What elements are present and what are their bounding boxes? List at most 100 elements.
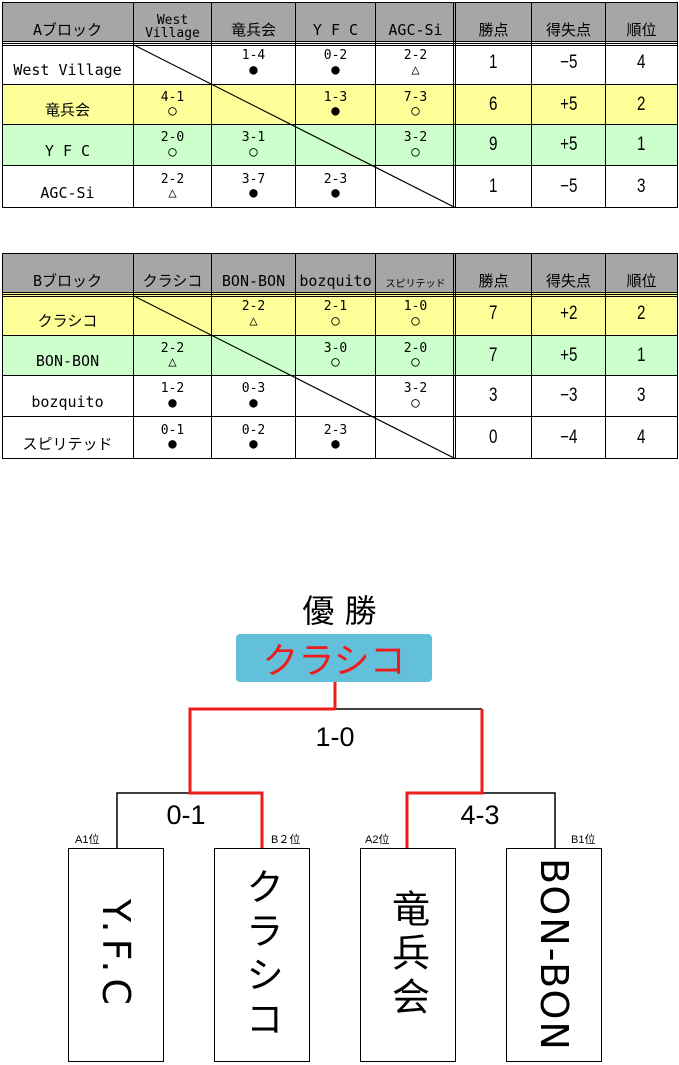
match-result-cell: 1-3● [296, 85, 376, 125]
points-value: 7 [489, 303, 498, 325]
header-cell: AGC-Si [376, 2, 456, 42]
diff-cell: −4 [532, 417, 606, 459]
rank-value: 2 [637, 303, 646, 325]
result-mark-icon: ● [249, 436, 258, 453]
header-cell: 得失点 [532, 253, 606, 293]
match-result-cell: 2-1○ [296, 293, 376, 336]
match-result-cell: 2-2△ [376, 42, 456, 85]
points-cell: 1 [456, 42, 532, 85]
points-value: 7 [489, 344, 498, 366]
header-cell: 得失点 [532, 2, 606, 42]
match-score: 2-2 [160, 340, 185, 356]
result-mark-icon: ● [331, 61, 340, 78]
match-result-cell: 7-3○ [376, 85, 456, 125]
match-result-cell: 2-2△ [134, 166, 212, 208]
team-name-cell: AGC-Si [2, 166, 134, 208]
team-name-cell: bozquito [2, 376, 134, 417]
result-mark-icon: ○ [168, 103, 177, 120]
points-cell: 6 [456, 85, 532, 125]
match-score: 3-2 [403, 130, 428, 146]
team-slot: クラシコ [214, 848, 310, 1062]
points-cell: 1 [456, 166, 532, 208]
match-result-cell: 1-4● [212, 42, 296, 85]
diff-cell: +5 [532, 336, 606, 376]
header-cell: 勝点 [456, 253, 532, 293]
header-cell: スピリテッド [376, 253, 456, 293]
header-cell: クラシコ [134, 253, 212, 293]
header-cell: 勝点 [456, 2, 532, 42]
seed-label: A2位 [365, 834, 390, 846]
points-value: 1 [489, 175, 498, 197]
rank-cell: 1 [606, 336, 678, 376]
match-result-cell: 2-3● [296, 417, 376, 459]
match-result-cell: 0-3● [212, 376, 296, 417]
rank-cell: 3 [606, 166, 678, 208]
match-score: 2-2 [241, 299, 266, 315]
match-result-cell: 4-1○ [134, 85, 212, 125]
match-score: 1-0 [403, 299, 428, 315]
result-mark-icon: ● [249, 61, 258, 78]
rank-value: 4 [637, 426, 646, 448]
diff-cell: −5 [532, 166, 606, 208]
points-cell: 3 [456, 376, 532, 417]
diff-value: +5 [559, 93, 578, 115]
match-result-cell: 2-2△ [212, 293, 296, 336]
semi-right-score: 4-3 [460, 800, 500, 830]
diff-value: −3 [559, 385, 578, 407]
champion-box: クラシコ [236, 634, 432, 682]
match-result-cell: 1-0○ [376, 293, 456, 336]
match-score: 7-3 [403, 89, 428, 105]
seed-label: B1位 [571, 834, 596, 846]
match-result-cell: 3-0○ [296, 336, 376, 376]
result-mark-icon: ● [249, 185, 258, 202]
header-cell: Bブロック [2, 253, 134, 293]
header-cell: BON-BON [212, 253, 296, 293]
team-slot: 竜兵会 [360, 848, 456, 1062]
rank-value: 1 [637, 344, 646, 366]
result-mark-icon: ○ [411, 354, 420, 371]
seed-label: A1位 [75, 834, 100, 846]
result-mark-icon: ○ [411, 143, 420, 160]
match-result-cell: 2-0○ [376, 336, 456, 376]
result-mark-icon: △ [168, 354, 177, 371]
match-score: 1-4 [241, 48, 266, 64]
self-match-cell [296, 125, 376, 166]
diff-value: +2 [559, 303, 578, 325]
champion-name: クラシコ [262, 641, 406, 682]
match-score: 0-3 [241, 381, 266, 397]
match-score: 3-0 [323, 340, 348, 356]
semi-left-score: 0-1 [166, 800, 206, 830]
rank-value: 3 [637, 175, 646, 197]
diff-cell: −5 [532, 42, 606, 85]
result-mark-icon: ○ [331, 312, 340, 329]
match-score: 4-1 [160, 89, 185, 105]
header-cell: 竜兵会 [212, 2, 296, 42]
diff-value: +5 [559, 134, 578, 156]
team-name-cell: スピリテッド [2, 417, 134, 459]
result-mark-icon: ○ [411, 103, 420, 120]
match-score: 1-2 [160, 381, 185, 397]
match-result-cell: 3-2○ [376, 376, 456, 417]
match-result-cell: 0-2● [212, 417, 296, 459]
rank-value: 2 [637, 93, 646, 115]
team-slot: Y.F.C [68, 848, 164, 1062]
diff-value: +5 [559, 344, 578, 366]
match-score: 2-0 [403, 340, 428, 356]
result-mark-icon: ● [249, 394, 258, 411]
result-mark-icon: ○ [249, 143, 258, 160]
diff-value: −5 [559, 175, 578, 197]
diff-cell: −3 [532, 376, 606, 417]
match-score: 2-2 [160, 171, 185, 187]
team-name-cell: 竜兵会 [2, 85, 134, 125]
match-result-cell: 0-2● [296, 42, 376, 85]
result-mark-icon: ● [168, 394, 177, 411]
points-cell: 7 [456, 293, 532, 336]
diff-cell: +5 [532, 125, 606, 166]
rank-value: 1 [637, 134, 646, 156]
diagonal-line [2, 2, 678, 208]
match-result-cell: 3-1○ [212, 125, 296, 166]
match-score: 0-1 [160, 422, 185, 438]
self-match-cell [296, 376, 376, 417]
